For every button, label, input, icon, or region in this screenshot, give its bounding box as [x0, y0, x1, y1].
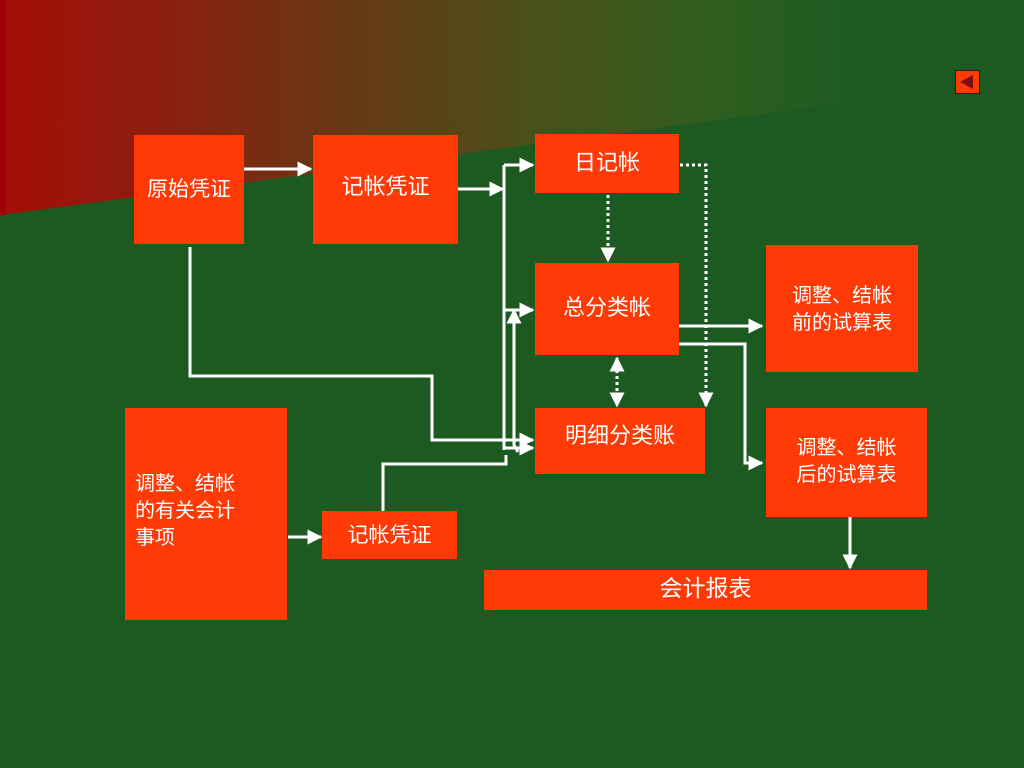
general-ledger-label: 总分类帐 [562, 296, 651, 322]
adjustment-items-box: 调整、结帐 的有关会计 事项 [125, 408, 287, 620]
connector-original-to-subsidiary [188, 247, 535, 448]
posting-voucher-label: 记帐凭证 [341, 175, 430, 200]
left-edge-stripe [0, 0, 6, 215]
connector-general-to-trial-after [675, 342, 764, 471]
dotted-journal-to-subsidiary [680, 163, 714, 408]
journal-box: 日记帐 [535, 134, 679, 193]
posting-voucher-box: 记帐凭证 [313, 135, 458, 244]
original-voucher-box: 原始凭证 [134, 135, 244, 244]
trial-balance-after-label: 调整、结帐 后的试算表 [796, 435, 897, 486]
original-voucher-label: 原始凭证 [147, 177, 231, 202]
connector-subsidiary-up-to-general [506, 308, 522, 453]
posting-voucher-bottom-box: 记帐凭证 [322, 511, 457, 559]
financial-reports-box: 会计报表 [484, 570, 927, 610]
financial-reports-label: 会计报表 [659, 576, 752, 603]
back-button[interactable] [955, 70, 980, 94]
general-ledger-box: 总分类帐 [535, 263, 679, 355]
subsidiary-ledger-label: 明细分类账 [564, 424, 675, 449]
trial-balance-before-label: 调整、结帐 前的试算表 [792, 282, 892, 334]
trial-balance-before-box: 调整、结帐 前的试算表 [766, 245, 918, 372]
posting-voucher-bottom-label: 记帐凭证 [347, 522, 432, 547]
triangle-left-icon [960, 75, 973, 89]
subsidiary-ledger-box: 明细分类账 [535, 408, 705, 474]
trial-balance-after-box: 调整、结帐 后的试算表 [766, 408, 927, 517]
connector-bottom-posting-to-bus [381, 455, 508, 512]
journal-label: 日记帐 [573, 150, 640, 176]
adjustment-items-label: 调整、结帐 的有关会计 事项 [135, 471, 235, 549]
